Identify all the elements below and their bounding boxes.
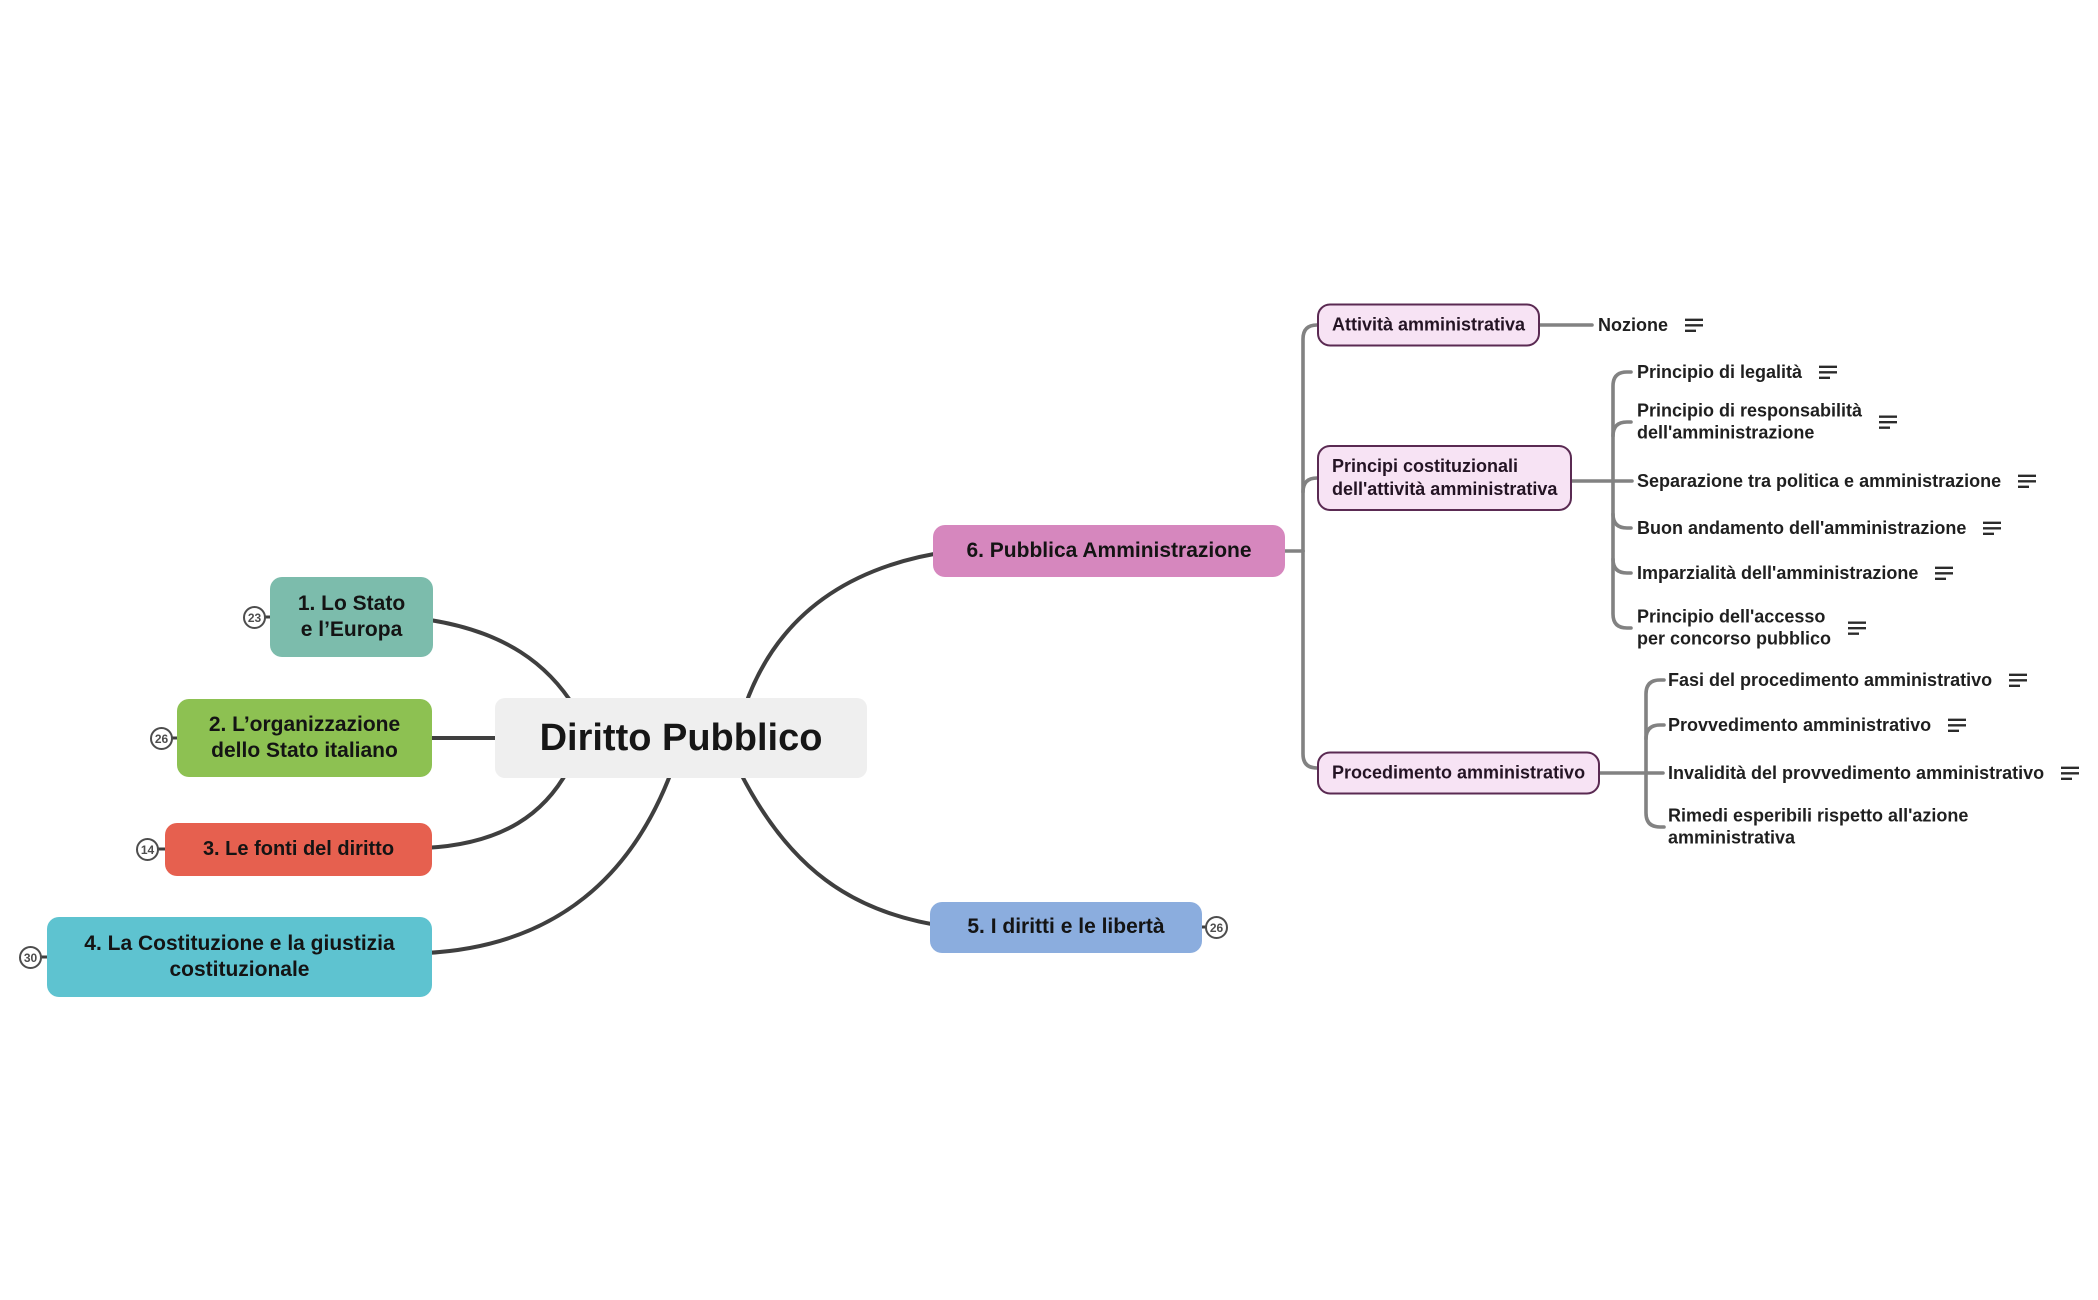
topic-4-costituzione-giustizia[interactable]: 4. La Costituzione e la giustizia costit… (47, 917, 432, 997)
notes-icon[interactable] (1982, 521, 2002, 536)
elbow-trunk3-b2 (1644, 723, 1666, 741)
leaf-imparzialita[interactable]: Imparzialità dell'amministrazione (1637, 562, 1954, 584)
notes-icon[interactable] (1947, 718, 1967, 733)
leaf-label: Imparzialità dell'amministrazione (1637, 562, 1919, 583)
notes-icon[interactable] (1684, 318, 1704, 333)
notes-icon[interactable] (1878, 415, 1898, 430)
connector-topic6 (743, 549, 954, 708)
leaf-rimedi-esperibili[interactable]: Rimedi esperibili rispetto all'azione am… (1668, 805, 1968, 850)
subtopic-principi-costituzionali[interactable]: Principi costituzionali dell'attività am… (1317, 444, 1573, 512)
elbow-trunk1-mid (1301, 476, 1326, 494)
topic-2-organizzazione-stato[interactable]: 2. L’organizzazione dello Stato italiano (177, 699, 432, 777)
elbow-trunk1-up (1301, 323, 1326, 553)
count-badge[interactable]: 23 (243, 606, 266, 629)
leaf-label: Principio di responsabilità dell'amminis… (1637, 400, 1863, 443)
leaf-label: Buon andamento dell'amministrazione (1637, 517, 1967, 538)
leaf-fasi-procedimento[interactable]: Fasi del procedimento amministrativo (1668, 669, 2028, 691)
central-topic[interactable]: Diritto Pubblico (495, 698, 867, 778)
topic-6-pubblica-amministrazione[interactable]: 6. Pubblica Amministrazione (933, 525, 1285, 577)
leaf-principio-responsabilita[interactable]: Principio di responsabilità dell'amminis… (1637, 400, 1898, 445)
connector-topic5 (738, 770, 952, 929)
count-badge[interactable]: 26 (1205, 916, 1228, 939)
notes-icon[interactable] (1847, 621, 1867, 636)
leaf-provvedimento[interactable]: Provvedimento amministrativo (1668, 714, 1967, 736)
leaf-label: Invalidità del provvedimento amministrat… (1668, 762, 2045, 783)
leaf-nozione[interactable]: Nozione (1598, 314, 1704, 336)
leaf-label: Fasi del procedimento amministrativo (1668, 669, 1993, 690)
topic-1-lo-stato-e-europa[interactable]: 1. Lo Stato e l’Europa (270, 577, 433, 657)
leaf-invalidita-provvedimento[interactable]: Invalidità del provvedimento amministrat… (1668, 762, 2080, 784)
leaf-label: Rimedi esperibili rispetto all'azione am… (1668, 805, 1969, 848)
count-badge[interactable]: 30 (19, 946, 42, 969)
leaf-label: Provvedimento amministrativo (1668, 714, 1932, 735)
subtopic-procedimento-amministrativo[interactable]: Procedimento amministrativo (1317, 751, 1601, 795)
leaf-label: Nozione (1598, 314, 1668, 335)
leaf-separazione-politica[interactable]: Separazione tra politica e amministrazio… (1637, 470, 2037, 492)
notes-icon[interactable] (2008, 673, 2028, 688)
notes-icon[interactable] (2017, 474, 2037, 489)
elbow-trunk1-down (1301, 549, 1326, 770)
elbow-trunk3-up (1644, 678, 1666, 775)
elbow-trunk2-down (1611, 479, 1633, 630)
topic-5-diritti-e-liberta[interactable]: 5. I diritti e le libertà (930, 902, 1202, 953)
topic-3-fonti-del-diritto[interactable]: 3. Le fonti del diritto (165, 823, 432, 876)
subtopic-attivita-amministrativa[interactable]: Attività amministrativa (1317, 303, 1541, 347)
leaf-label: Principio di legalità (1637, 361, 1803, 382)
connector-topic4 (424, 768, 674, 955)
leaf-label: Separazione tra politica e amministrazio… (1637, 470, 2002, 491)
notes-icon[interactable] (2060, 766, 2080, 781)
connector-topic1 (428, 618, 577, 710)
connector-topic3 (423, 768, 570, 850)
count-badge[interactable]: 26 (150, 727, 173, 750)
notes-icon[interactable] (1818, 365, 1838, 380)
count-badge[interactable]: 14 (136, 838, 159, 861)
leaf-buon-andamento[interactable]: Buon andamento dell'amministrazione (1637, 517, 2002, 539)
elbow-trunk2-b5 (1611, 557, 1633, 575)
elbow-trunk2-b2 (1611, 420, 1633, 438)
leaf-principio-legalita[interactable]: Principio di legalità (1637, 361, 1838, 383)
notes-icon[interactable] (1934, 566, 1954, 581)
elbow-trunk2-b4 (1611, 512, 1633, 530)
leaf-accesso-concorso[interactable]: Principio dell'accesso per concorso pubb… (1637, 606, 1867, 651)
elbow-trunk3-down (1644, 771, 1666, 829)
leaf-label: Principio dell'accesso per concorso pubb… (1637, 606, 1832, 649)
elbow-trunk2-up (1611, 370, 1633, 483)
